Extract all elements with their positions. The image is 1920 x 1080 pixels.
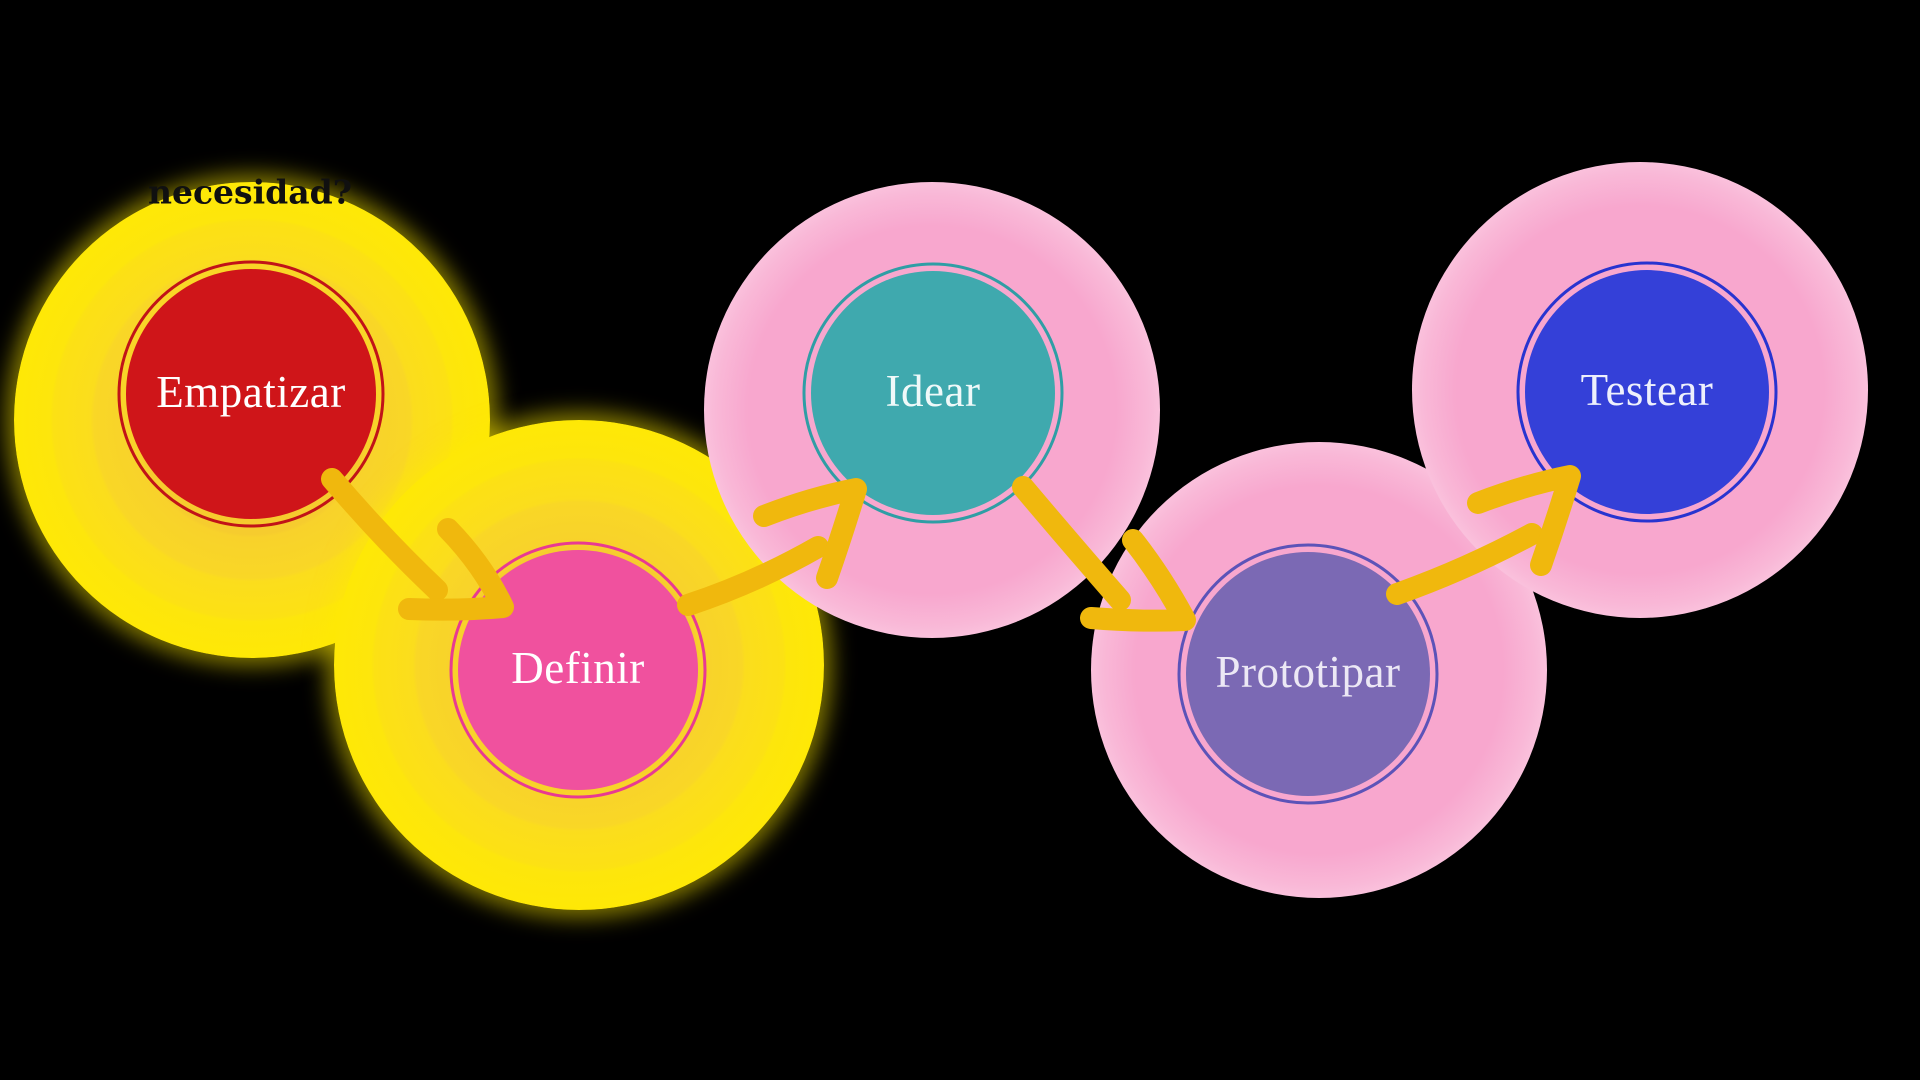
idear-label: Idear xyxy=(885,365,981,416)
definir-label: Definir xyxy=(511,642,645,693)
definir-ring xyxy=(449,541,707,799)
note-necesidad: necesidad? xyxy=(147,172,353,212)
empatizar-label: Empatizar xyxy=(156,366,346,417)
prototipar-ring xyxy=(1177,543,1439,805)
empatizar-ring xyxy=(117,260,385,528)
idear-ring xyxy=(802,262,1064,524)
idear-disc xyxy=(811,271,1055,515)
testear-ring xyxy=(1516,261,1778,523)
prototipar-label: Prototipar xyxy=(1215,646,1401,697)
testear-label: Testear xyxy=(1580,364,1714,415)
